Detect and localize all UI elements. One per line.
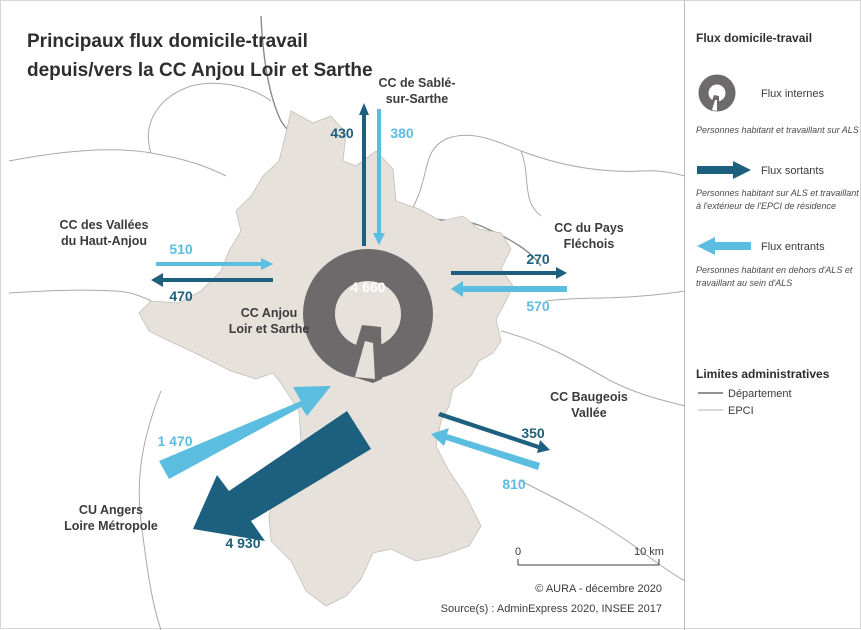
legend-incoming-label: Flux entrants <box>761 241 825 253</box>
scale-start: 0 <box>515 546 521 558</box>
legend-canvas: Flux domicile-travail Flux internes Pers… <box>696 31 859 417</box>
internal-flow-ring <box>303 249 433 383</box>
legend-outgoing-label: Flux sortants <box>761 165 824 177</box>
angers-outgoing-value: 4 930 <box>225 535 260 551</box>
flechois-name-line-1: CC du Pays <box>554 221 624 235</box>
sable-outgoing-value: 430 <box>330 125 354 141</box>
legend-panel: Flux domicile-travail Flux internes Pers… <box>685 1 861 630</box>
scale-end: 10 km <box>634 546 664 558</box>
title-line-2: depuis/vers la CC Anjou Loir et Sarthe <box>27 60 373 81</box>
source: Source(s) : AdminExpress 2020, INSEE 201… <box>441 603 662 615</box>
vallees-incoming-arrow <box>156 258 273 270</box>
angers-name-line-2: Loire Métropole <box>64 519 158 533</box>
vallees-outgoing-value: 470 <box>169 288 193 304</box>
baugeois-name-line-1: CC Baugeois <box>550 390 628 404</box>
sable-outgoing-arrow <box>359 103 369 246</box>
legend-limits-title: Limites administratives <box>696 367 830 381</box>
legend-incoming-desc-2: travaillant au sein d'ALS <box>696 278 792 288</box>
legend-outgoing-desc-2: à l'extérieur de l'EPCI de résidence <box>696 201 836 211</box>
baugeois-outgoing-arrow <box>438 412 550 453</box>
legend-departement-label: Département <box>728 388 792 400</box>
angers-incoming-arrow <box>159 386 331 479</box>
flechois-outgoing-value: 270 <box>526 251 550 267</box>
angers-incoming-value: 1 470 <box>157 433 192 449</box>
sable-incoming-value: 380 <box>390 125 414 141</box>
scale-bar <box>517 559 660 566</box>
legend-epci-label: EPCI <box>728 405 754 417</box>
vallees-outgoing-arrow <box>151 273 273 287</box>
legend-outgoing-desc-1: Personnes habitant sur ALS et travaillan… <box>696 188 859 198</box>
legend-outgoing-arrow <box>697 161 751 179</box>
vallees-name-line-1: CC des Vallées <box>60 218 149 232</box>
baugeois-name-line-2: Vallée <box>571 406 606 420</box>
flechois-name-line-2: Fléchois <box>564 237 615 251</box>
legend-incoming-desc-1: Personnes habitant en dehors d'ALS et <box>696 265 853 275</box>
title-line-1: Principaux flux domicile-travail <box>27 31 308 52</box>
internal-flow-value: 4 660 <box>350 279 385 295</box>
legend-internal-desc: Personnes habitant et travaillant sur AL… <box>696 125 859 135</box>
baugeois-incoming-arrow <box>431 428 540 470</box>
map-canvas: Principaux flux domicile-travail depuis/… <box>8 15 685 630</box>
legend-internal-symbol <box>698 74 736 112</box>
epci-boundaries <box>8 82 685 630</box>
als-name-line-1: CC Anjou <box>241 306 297 320</box>
flechois-outgoing-arrow <box>451 267 567 279</box>
sable-name-line-1: CC de Sablé- <box>378 76 455 90</box>
legend-title: Flux domicile-travail <box>696 31 812 45</box>
flechois-incoming-value: 570 <box>526 298 550 314</box>
angers-name-line-1: CU Angers <box>79 503 143 517</box>
copyright: © AURA - décembre 2020 <box>535 583 662 595</box>
flechois-incoming-arrow <box>451 281 567 297</box>
legend-incoming-arrow <box>697 237 751 255</box>
angers-outgoing-arrow <box>193 411 371 541</box>
baugeois-incoming-value: 810 <box>502 476 526 492</box>
als-name-line-2: Loir et Sarthe <box>229 322 310 336</box>
baugeois-outgoing-value: 350 <box>521 425 545 441</box>
sable-incoming-arrow <box>373 109 385 245</box>
vallees-incoming-value: 510 <box>169 241 193 257</box>
sable-name-line-2: sur-Sarthe <box>386 92 449 106</box>
vallees-name-line-2: du Haut-Anjou <box>61 234 147 248</box>
map-panel: Principaux flux domicile-travail depuis/… <box>1 1 685 630</box>
legend-internal-label: Flux internes <box>761 88 824 100</box>
